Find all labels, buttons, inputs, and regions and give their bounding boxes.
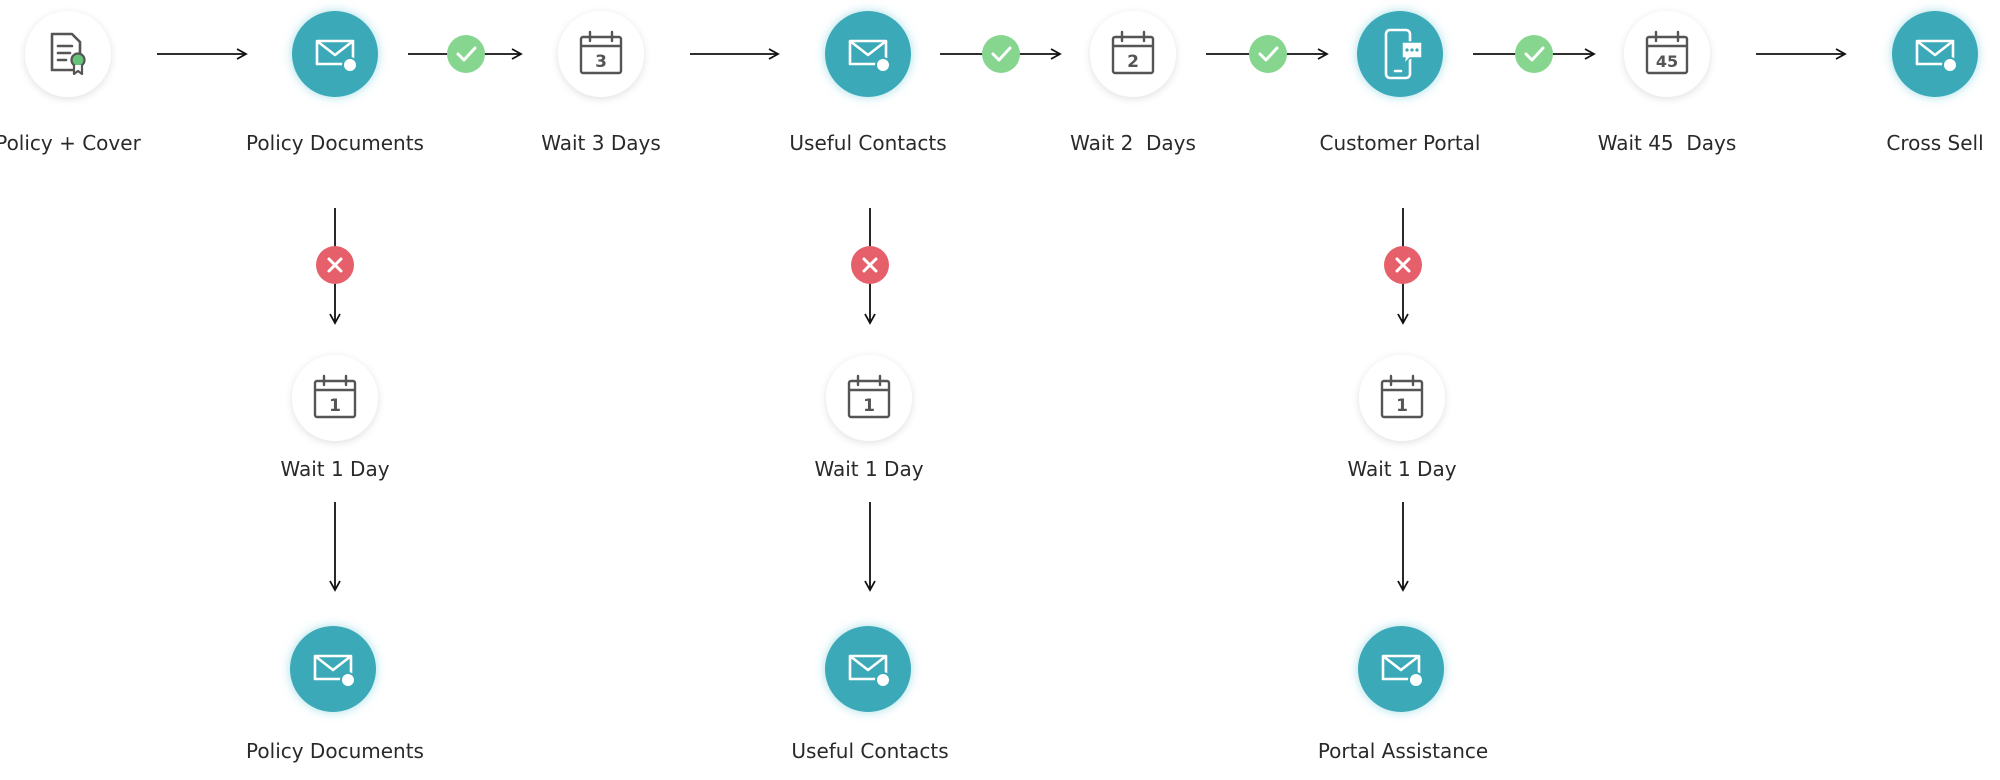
- mail-icon: [1381, 654, 1424, 688]
- mail-icon: [1915, 39, 1958, 73]
- yes-badge: [1249, 35, 1287, 73]
- yes-badge: [447, 35, 485, 73]
- calendar-number: 1: [329, 396, 341, 416]
- condition-badges: [316, 35, 1553, 284]
- node-label: Useful Contacts: [789, 131, 946, 155]
- yes-badge: [1515, 35, 1553, 73]
- phone-chat-icon: [1384, 28, 1423, 80]
- node-policy-documents-resend[interactable]: Policy Documents: [246, 626, 424, 763]
- check-icon: [1258, 46, 1279, 62]
- mail-icon: [848, 654, 891, 688]
- node-customer-portal[interactable]: Customer Portal: [1320, 11, 1481, 155]
- node-policy-documents[interactable]: Policy Documents: [246, 11, 424, 155]
- node-label: Customer Portal: [1320, 131, 1481, 155]
- node-portal-assistance[interactable]: Portal Assistance: [1318, 626, 1488, 763]
- calendar-icon: 45: [1645, 30, 1689, 75]
- no-badge: [316, 246, 354, 284]
- mail-icon: [848, 39, 891, 73]
- node-label: Policy Documents: [246, 131, 424, 155]
- node-label: Useful Contacts: [791, 739, 948, 763]
- mail-icon: [315, 39, 358, 73]
- calendar-number: 2: [1127, 52, 1139, 72]
- certificate-icon: [50, 32, 86, 76]
- calendar-icon: 1: [847, 374, 891, 419]
- calendar-number: 3: [595, 52, 607, 72]
- no-badge: [1384, 246, 1422, 284]
- node-label: Wait 1 Day: [280, 457, 389, 481]
- calendar-icon: 3: [579, 30, 623, 75]
- node-wait-3-days[interactable]: 3 Wait 3 Days: [541, 11, 661, 155]
- calendar-number: 1: [1396, 396, 1408, 416]
- calendar-icon: 1: [313, 374, 357, 419]
- node-policy-cover[interactable]: Policy + Cover: [0, 11, 142, 155]
- node-wait-1-day-c[interactable]: 1 Wait 1 Day: [1347, 355, 1457, 481]
- node-label: Wait 1 Day: [814, 457, 923, 481]
- node-useful-contacts-resend[interactable]: Useful Contacts: [791, 626, 949, 763]
- node-label: Wait 1 Day: [1347, 457, 1456, 481]
- yes-badge: [982, 35, 1020, 73]
- calendar-icon: 2: [1111, 30, 1155, 75]
- flow-nodes: Policy + Cover Policy Documents: [0, 11, 1984, 763]
- node-label: Wait 3 Days: [541, 131, 661, 155]
- node-label: Policy + Cover: [0, 131, 142, 155]
- node-cross-sell[interactable]: Cross Sell: [1886, 11, 1984, 155]
- node-wait-2-days[interactable]: 2 Wait 2 Days: [1070, 11, 1196, 155]
- calendar-number: 45: [1656, 52, 1678, 71]
- check-icon: [1524, 46, 1545, 62]
- node-wait-45-days[interactable]: 45 Wait 45 Days: [1598, 11, 1737, 155]
- node-label: Portal Assistance: [1318, 739, 1488, 763]
- node-useful-contacts[interactable]: Useful Contacts: [789, 11, 947, 155]
- mail-icon: [313, 654, 356, 688]
- node-label: Cross Sell: [1886, 131, 1983, 155]
- x-icon: [1395, 257, 1411, 273]
- node-label: Policy Documents: [246, 739, 424, 763]
- no-badge: [851, 246, 889, 284]
- node-label: Wait 2 Days: [1070, 131, 1196, 155]
- calendar-number: 1: [863, 396, 875, 416]
- check-icon: [991, 46, 1012, 62]
- node-label: Wait 45 Days: [1598, 131, 1737, 155]
- x-icon: [862, 257, 878, 273]
- check-icon: [456, 46, 477, 62]
- node-wait-1-day-b[interactable]: 1 Wait 1 Day: [814, 355, 924, 481]
- x-icon: [327, 257, 343, 273]
- calendar-icon: 1: [1380, 374, 1424, 419]
- node-wait-1-day-a[interactable]: 1 Wait 1 Day: [280, 355, 390, 481]
